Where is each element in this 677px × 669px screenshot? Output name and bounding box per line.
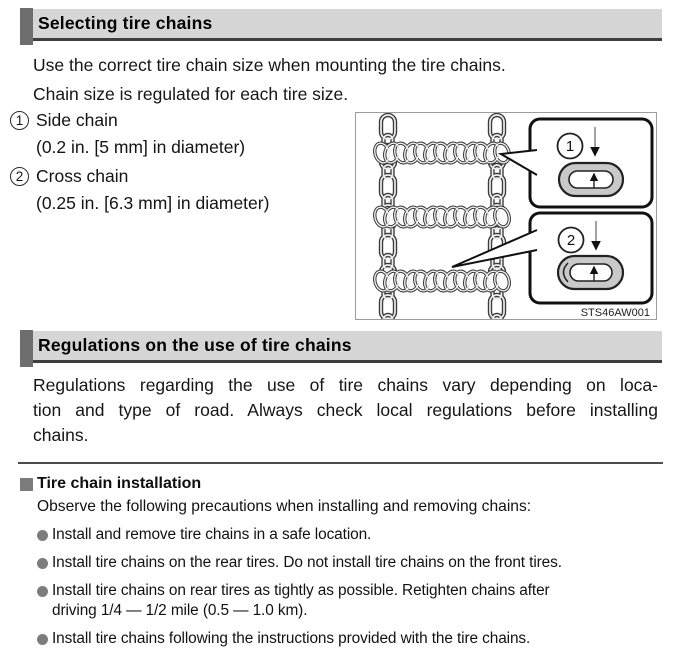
bullet-text: Install tire chains following the instru… [52,630,531,648]
tire-chain-figure: 1 2 STS46AW001 [355,112,657,320]
square-bullet-icon [20,477,33,491]
paragraph-regulations: Regulations regarding the use of tire ch… [33,373,658,448]
callout-marker-2-icon [557,226,585,254]
callout-1-label: 1 [566,138,574,155]
list-item: Install tire chains on rear tires as tig… [37,581,671,623]
callout-leader-2 [451,229,538,268]
precautions-intro: Observe the following precautions when i… [37,498,532,515]
section-accent-bar [20,330,33,367]
list-item-side-chain: 1 Side chain (0.2 in. [5 mm] in diameter… [10,107,269,161]
figure-caption: STS46AW001 [581,307,650,319]
precautions-list: Install and remove tire chains in a safe… [37,525,671,657]
list-item: Install and remove tire chains in a safe… [37,525,671,546]
section-accent-bar [20,8,33,45]
paragraph-line: Use the correct tire chain size when mou… [33,55,506,75]
section-title: Regulations on the use of tire chains [38,335,352,355]
bullet-text: Install tire chains on rear tires as tig… [52,581,550,599]
item-detail: (0.25 in. [6.3 mm] in diameter) [36,193,270,213]
section-title: Selecting tire chains [38,13,213,33]
circle-bullet-icon [37,557,48,569]
item-label: Side chain [36,110,118,130]
paragraph-line: chains. [33,425,89,445]
side-chain-link-detail: 1 [556,127,625,198]
callout-marker-1-icon [556,132,584,160]
circle-bullet-icon [37,585,48,597]
paragraph-line: Chain size is regulated for each tire si… [33,83,349,104]
bullet-text: Install tire chains on the rear tires. D… [52,553,562,571]
section-header-selecting: Selecting tire chains [33,9,662,41]
list-item-cross-chain: 2 Cross chain (0.25 in. [6.3 mm] in diam… [10,163,269,217]
paragraph-line: Regulations regarding the use of tire ch… [33,375,658,395]
section-header-regulations: Regulations on the use of tire chains [33,331,662,363]
circle-bullet-icon [37,530,48,541]
item-detail: (0.2 in. [5 mm] in diameter) [36,137,246,157]
cross-chain-link-detail: 2 [556,221,625,291]
item-label: Cross chain [36,166,129,186]
section-divider [18,462,663,464]
subsection-title: Tire chain installation [37,475,202,492]
list-item: Install tire chains on the rear tires. D… [37,553,671,574]
tire-chain-illustration: 1 2 STS46AW001 [370,113,654,319]
callout-leader-1 [497,149,538,176]
list-item: Install tire chains following the instru… [37,629,671,650]
bullet-text: Install and remove tire chains in a safe… [52,526,372,543]
callout-2-label: 2 [567,232,575,249]
subsection-title-row: Tire chain installation [20,475,201,493]
legend-list: 1 Side chain (0.2 in. [5 mm] in diameter… [10,107,269,219]
number-badge-2-icon: 2 [10,167,29,186]
circle-bullet-icon [37,634,48,646]
paragraph-selecting: Use the correct tire chain size when mou… [33,51,506,108]
number-badge-1-icon: 1 [10,111,29,130]
paragraph-line: tion and type of road. Always check loca… [33,400,658,420]
bullet-text: driving 1/4 — 1/2 mile (0.5 — 1.0 km). [52,602,308,620]
